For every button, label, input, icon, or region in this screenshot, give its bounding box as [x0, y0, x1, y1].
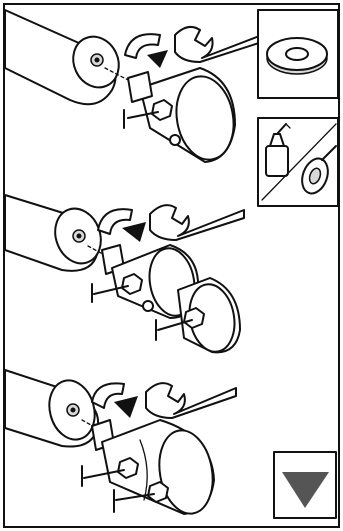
step-3-wrench	[145, 382, 237, 419]
step-2-assembly	[4, 194, 245, 354]
step-2-rotation-arrow	[97, 208, 146, 242]
step-1-assembly	[4, 9, 263, 163]
next-page-box[interactable]	[273, 451, 337, 519]
step-3-assembly	[4, 369, 237, 515]
step-3-pipe	[4, 369, 100, 448]
step-1-wrench	[174, 25, 263, 63]
adhesive-inset	[257, 117, 339, 207]
triangle-down-icon[interactable]	[282, 472, 329, 508]
step-3-rotation-arrow	[91, 382, 138, 418]
step-2-fittings	[91, 244, 241, 354]
thread-locker-adhesive-icon	[261, 123, 337, 201]
step-1-cylinder	[123, 67, 236, 163]
washer-inset	[257, 9, 339, 99]
step-2-wrench	[149, 204, 245, 241]
washer-icon	[266, 37, 328, 75]
step-3-fittings	[81, 419, 215, 515]
step-1-rotation-arrow	[124, 33, 168, 68]
step-1-pipe	[4, 9, 120, 106]
step-2-pipe	[4, 194, 102, 272]
